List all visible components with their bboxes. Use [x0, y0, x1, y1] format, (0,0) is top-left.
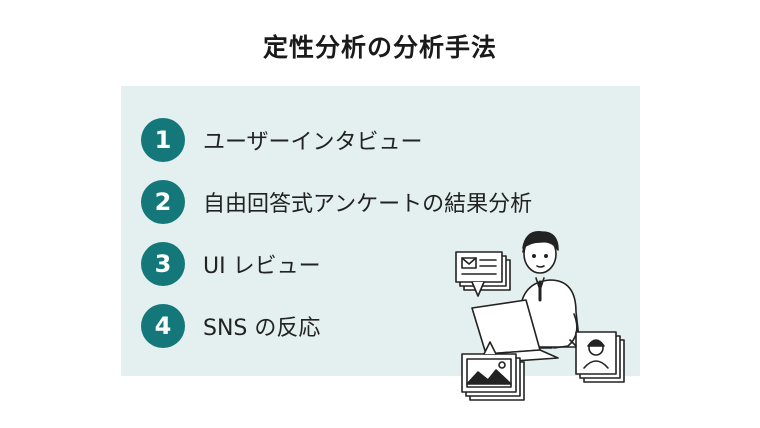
- person-laptop-illustration: [455, 231, 625, 401]
- number-badge-4: 4: [141, 304, 185, 348]
- list-item-1: 1 ユーザーインタビュー: [141, 118, 423, 162]
- laptop-icon: [471, 299, 559, 363]
- number-badge-2: 2: [141, 180, 185, 224]
- landscape-photo-icon: [461, 341, 525, 401]
- number-badge-3: 3: [141, 242, 185, 286]
- message-card-icon: [455, 251, 511, 297]
- portrait-photo-icon: [569, 331, 625, 383]
- item-label-1: ユーザーインタビュー: [203, 130, 423, 155]
- item-label-3: UI レビュー: [203, 254, 321, 279]
- number-badge-1: 1: [141, 118, 185, 162]
- list-item-3: 3 UI レビュー: [141, 242, 321, 286]
- item-label-2: 自由回答式アンケートの結果分析: [203, 192, 533, 217]
- page-title: 定性分析の分析手法: [262, 33, 497, 62]
- list-item-4: 4 SNS の反応: [141, 304, 320, 348]
- list-item-2: 2 自由回答式アンケートの結果分析: [141, 180, 532, 224]
- item-label-4: SNS の反応: [203, 316, 321, 341]
